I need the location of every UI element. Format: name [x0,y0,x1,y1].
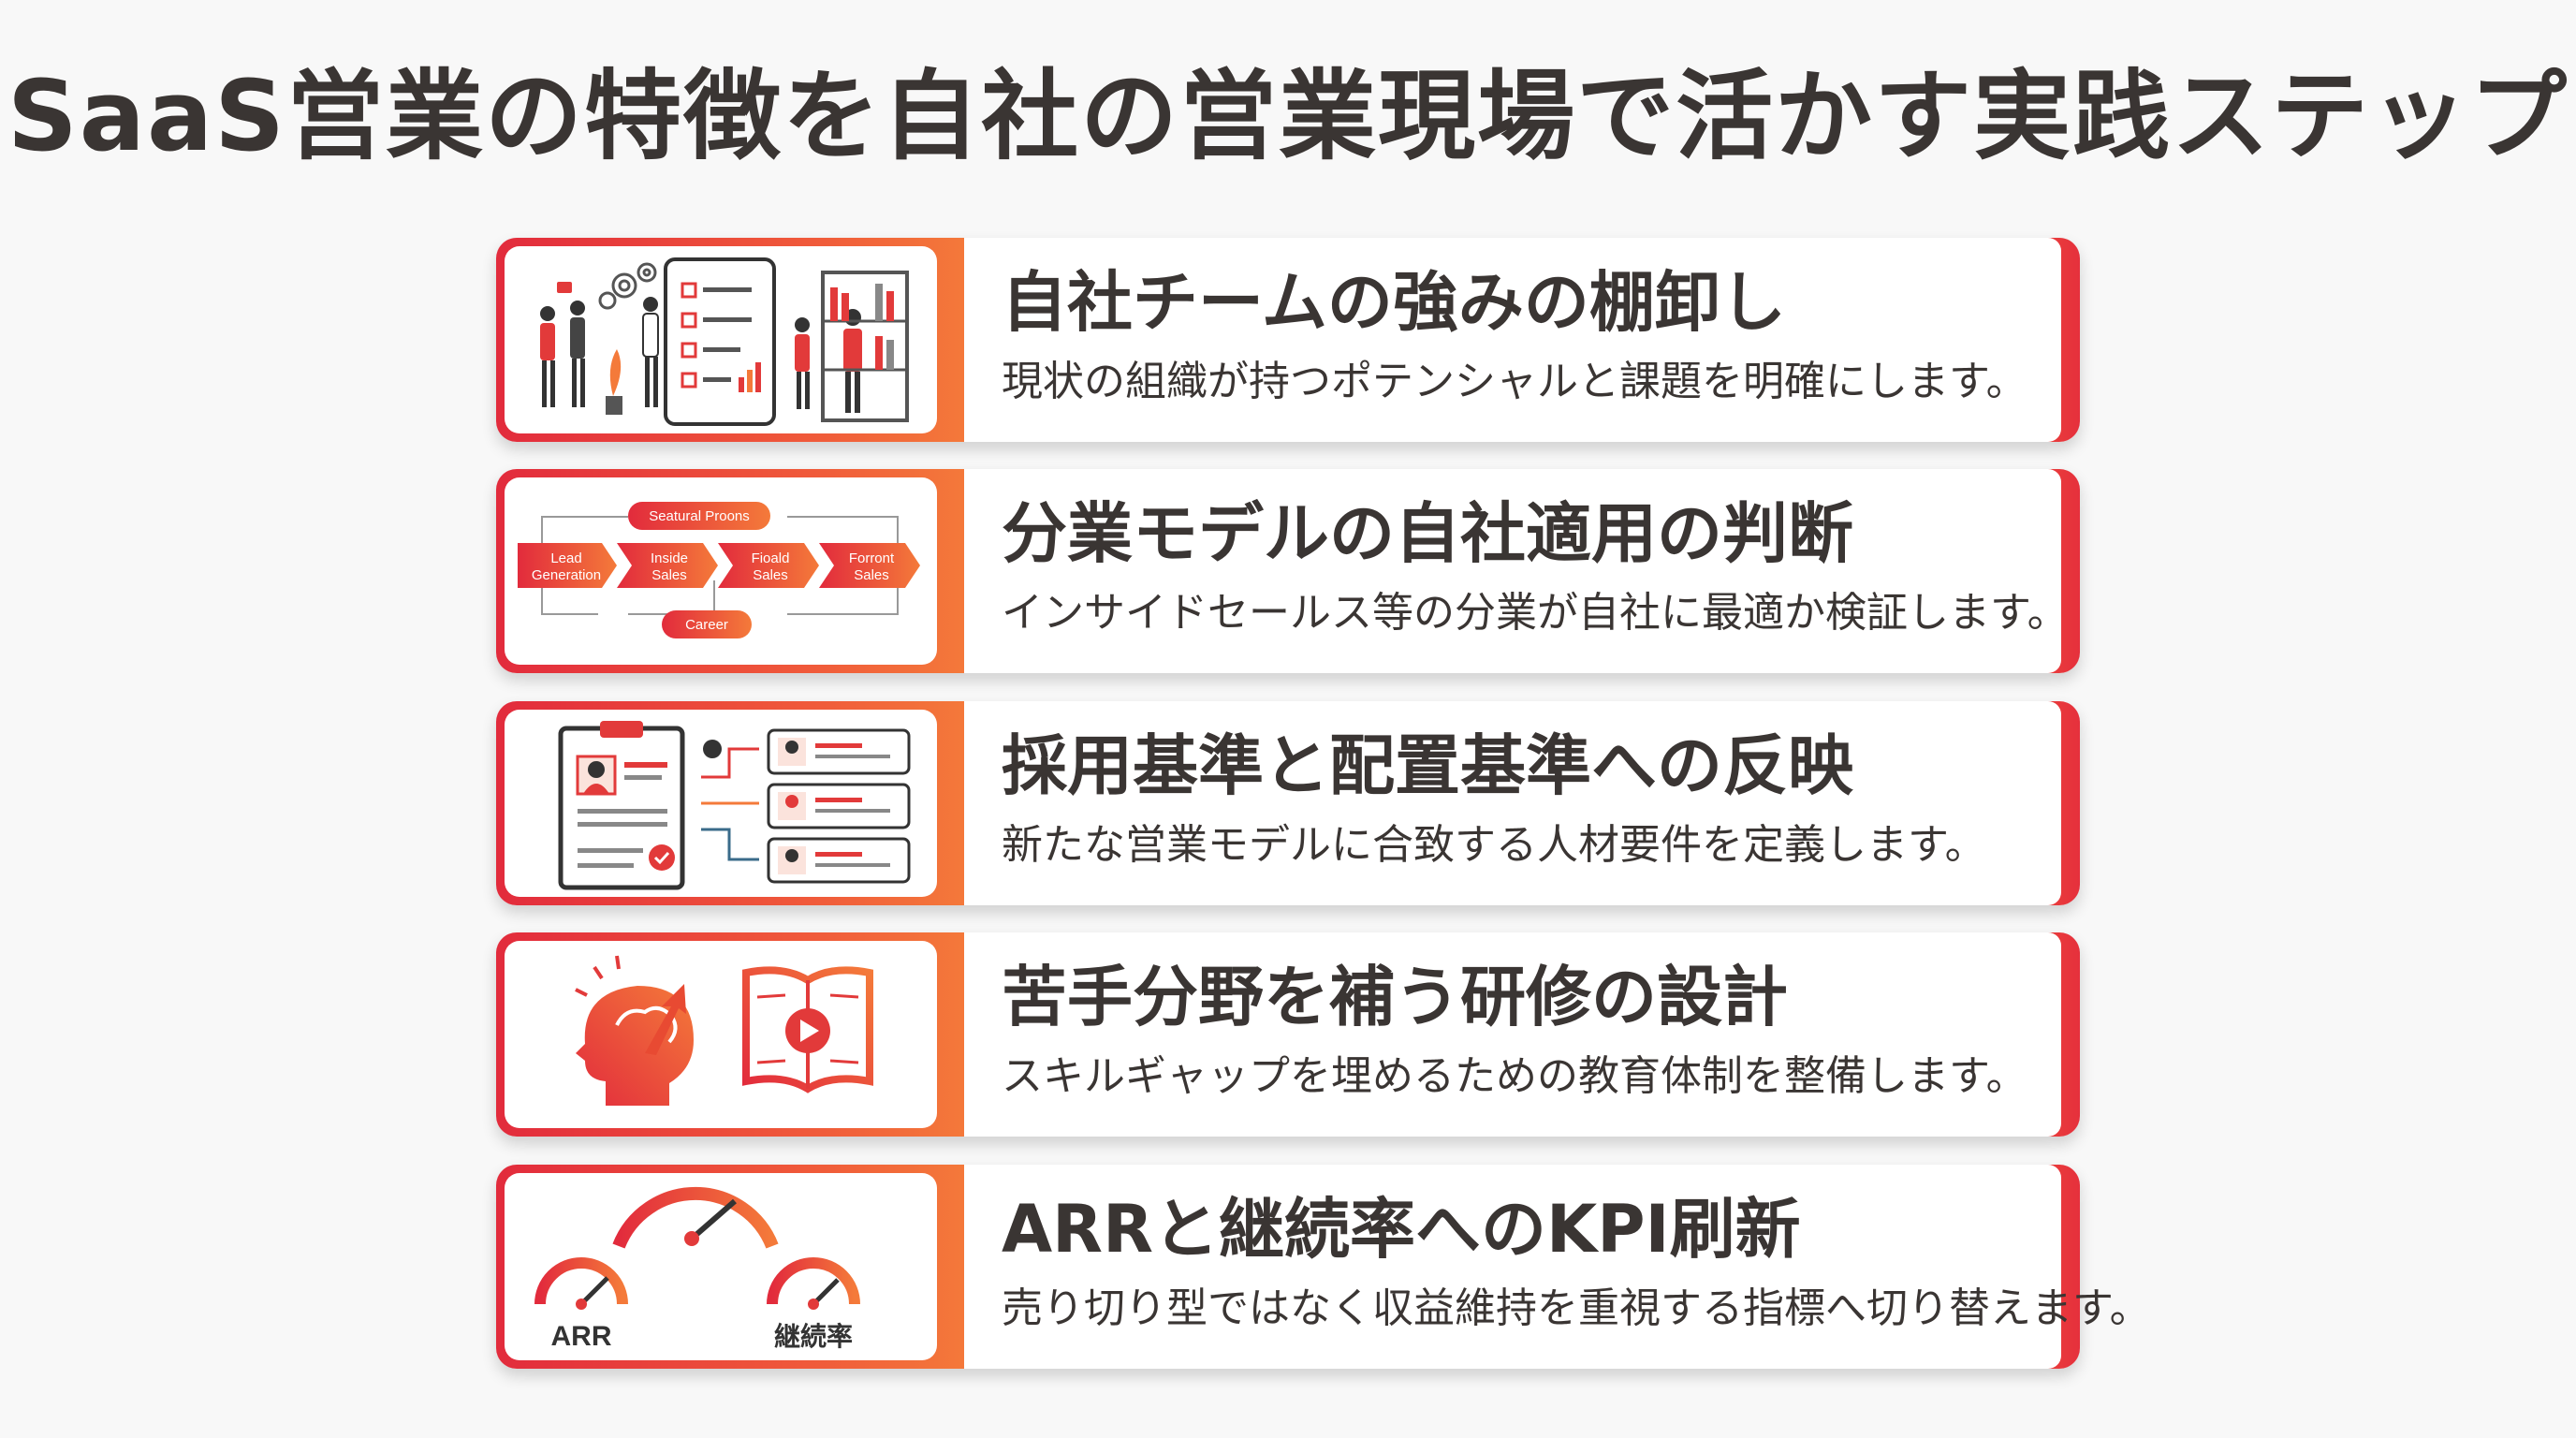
step-description: 現状の組織が持つポテンシャルと課題を明確にします。 [1002,358,2027,405]
step-card-1: 自社チームの強みの棚卸し 現状の組織が持つポテンシャルと課題を明確にします。 [496,238,2080,442]
step-card-3: 採用基準と配置基準への反映 新たな営業モデルに合致する人材要件を定義します。 [496,701,2080,905]
gauge-label-retention: 継続率 [774,1321,853,1352]
step-text-2: 分業モデルの自社適用の判断 インサイドセールス等の分業が自社に最適か検証します。 [964,469,2069,673]
step-card-5: ARR 継続率 ARRと継続率へのKPI刷新 売り切り型ではなく収益維持を重視す… [496,1165,2151,1369]
svg-text:Forront: Forront [849,550,895,566]
step-description: スキルギャップを埋めるための教育体制を整備します。 [1002,1052,2027,1100]
step-text-4: 苦手分野を補う研修の設計 スキルギャップを埋めるための教育体制を整備します。 [964,932,2061,1137]
svg-text:Generation: Generation [532,567,601,583]
svg-text:Fioald: Fioald [752,550,790,566]
brain-training-illustration [505,941,937,1128]
step-heading: 苦手分野を補う研修の設計 [1002,959,1788,1035]
step-card-4: 苦手分野を補う研修の設計 スキルギャップを埋めるための教育体制を整備します。 [496,932,2080,1137]
gauge-label-arr: ARR [551,1321,612,1352]
resume-assignment-illustration [505,710,937,897]
step-heading: 自社チームの強みの棚卸し [1002,264,1786,341]
step-description: インサイドセールス等の分業が自社に最適か検証します。 [1002,589,2069,637]
svg-text:Sales: Sales [753,567,788,583]
svg-text:Lead: Lead [550,550,581,566]
svg-text:Inside: Inside [651,550,688,566]
flow-bottom-label: Career [685,617,728,633]
step-text-1: 自社チームの強みの棚卸し 現状の組織が持つポテンシャルと課題を明確にします。 [964,238,2061,442]
step-description: 売り切り型ではなく収益維持を重視する指標へ切り替えます。 [1002,1284,2151,1332]
step-description: 新たな営業モデルに合致する人材要件を定義します。 [1002,821,1986,869]
svg-text:Sales: Sales [651,567,687,583]
page-title: SaaS営業の特徴を自社の営業現場で活かす実践ステップ [7,59,2569,173]
flow-top-label: Seatural Proons [649,508,750,524]
step-heading: 分業モデルの自社適用の判断 [1002,495,1853,572]
step-heading: ARRと継続率へのKPI刷新 [1002,1191,1801,1268]
kpi-gauges-illustration: ARR 継続率 [505,1173,937,1360]
step-text-3: 採用基準と配置基準への反映 新たな営業モデルに合致する人材要件を定義します。 [964,701,2061,905]
step-card-2: Seatural Proons Career Lead Generation I… [496,469,2080,673]
team-checklist-illustration [505,246,937,433]
step-text-5: ARRと継続率へのKPI刷新 売り切り型ではなく収益維持を重視する指標へ切り替え… [964,1165,2151,1369]
svg-text:Sales: Sales [854,567,889,583]
sales-flow-diagram: Seatural Proons Career Lead Generation I… [505,477,937,665]
step-heading: 採用基準と配置基準への反映 [1002,727,1853,804]
